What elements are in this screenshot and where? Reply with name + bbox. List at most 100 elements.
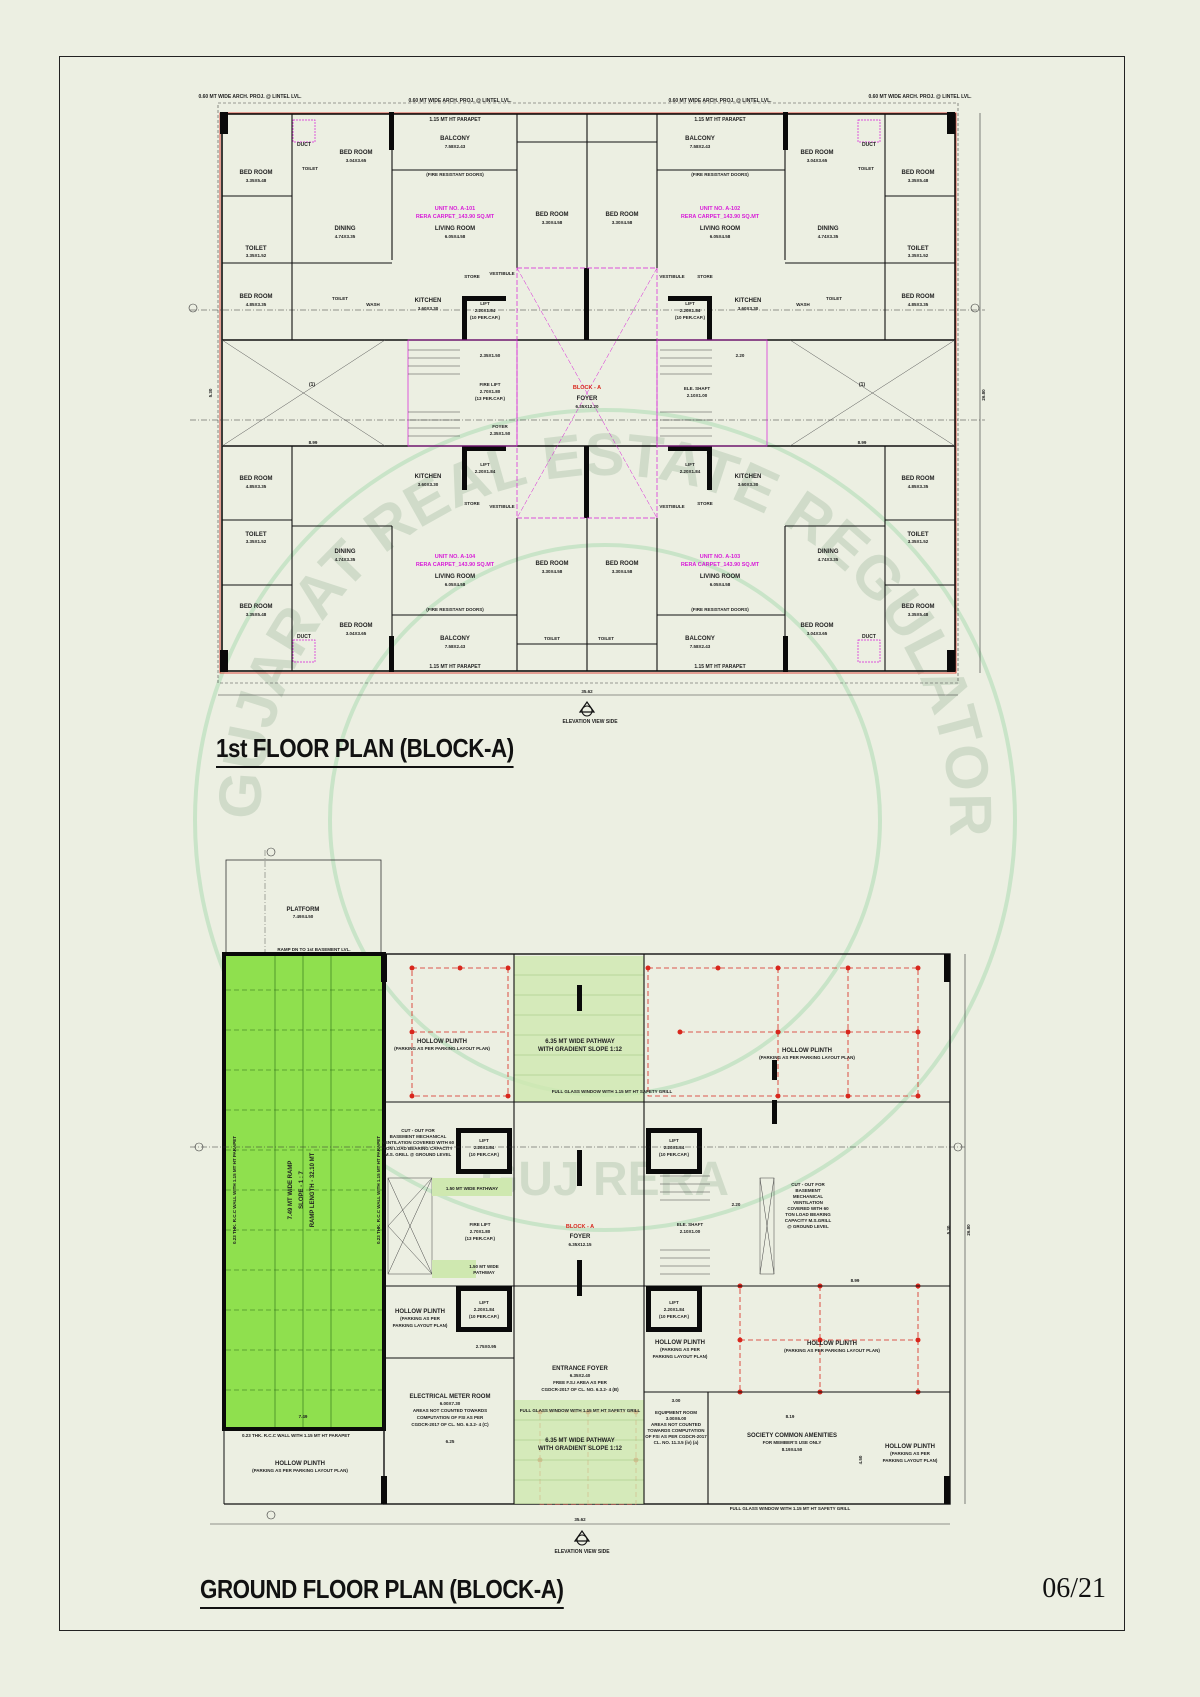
electrical-line: CGDCR-2017 OF CL. NO. 6.3.2- 4 (C): [411, 1422, 489, 1427]
room-dim: 3.60X3.30: [738, 482, 759, 487]
room-toilet: TOILET: [245, 246, 267, 252]
lift-cap: (10 PER.CAP.): [469, 1314, 499, 1319]
dim-label: 7.49: [299, 1414, 308, 1419]
room-dim: (13 PER.CAP.): [475, 396, 505, 401]
room-dim: 2.20X1.84: [475, 469, 496, 474]
entrance-line: FREE F.S.I AREA AS PER: [553, 1380, 608, 1385]
cutout-right-line: TON LOAD BEARING: [785, 1212, 831, 1217]
unit-a104: UNIT NO. A-104: [435, 554, 476, 560]
room-bed: BED ROOM: [240, 604, 273, 610]
room-dim: 4.85X3.35: [908, 302, 929, 307]
parapet-label: 1.15 MT HT PARAPET: [429, 664, 480, 670]
ground-foyer: FOYER: [570, 1234, 591, 1240]
equipment-line: CL. NO. 11.3.5 (iv) (a): [654, 1440, 699, 1445]
fire-lift-dim: 2.70X1.80: [470, 1229, 491, 1234]
window-note: FULL GLASS WINDOW WITH 1.15 MT HT SAFETY…: [552, 1089, 673, 1094]
equipment-line: AREAS NOT COUNTED: [651, 1422, 702, 1427]
room-dim: 3.30X4.58: [542, 569, 563, 574]
lift-cap: (10 PER.CAP.): [469, 1152, 499, 1157]
room-vestibule: VESTIBULE: [489, 271, 514, 276]
room-balcony: BALCONY: [440, 136, 470, 142]
room-dim: 3.60X3.30: [738, 306, 759, 311]
room-dim: 3.60X3.30: [418, 482, 439, 487]
room-dim: 3.35X5.48: [246, 178, 267, 183]
room-dim: 6.05X4.58: [445, 582, 466, 587]
room-dim: 2.20X1.84: [680, 308, 701, 313]
room-toilet: TOILET: [245, 532, 267, 538]
lift-label: LIFT: [669, 1300, 679, 1305]
room-dim: (10 PER.CAP.): [470, 315, 500, 320]
duct-label: DUCT: [862, 142, 876, 148]
dim-label: 2.35X1.50: [480, 353, 501, 358]
pathway-note: WITH GRADIENT SLOPE 1:12: [538, 1047, 623, 1053]
room-vestibule: VESTIBULE: [659, 274, 684, 279]
frd-label: (FIRE RESISTANT DOORS): [691, 607, 749, 612]
cutout-right-line: @ GROUND LEVEL: [787, 1224, 829, 1229]
room-balcony: BALCONY: [685, 136, 715, 142]
room-dim: 4.74X3.35: [335, 557, 356, 562]
room-dim: 3.04X3.65: [807, 631, 828, 636]
dim-label: 8.99: [851, 1278, 860, 1283]
unit-carpet: RERA CARPET_143.90 SQ.MT: [681, 214, 760, 220]
electrical-room: ELECTRICAL METER ROOM: [410, 1394, 491, 1400]
room-dim: 6.05X4.58: [710, 582, 731, 587]
page-number: 06/21: [1042, 1573, 1106, 1604]
dim-label: 4.50: [858, 1455, 863, 1464]
electrical-line: 6.00X7.30: [440, 1401, 461, 1406]
room-dim: 3.04X3.65: [807, 158, 828, 163]
hollow-plinth-5: HOLLOW PLINTH: [807, 1341, 857, 1347]
room-toilet: TOILET: [907, 532, 929, 538]
ele-shaft-label: ELE. SHAFT: [677, 1222, 704, 1227]
cutout-right-line: CAPACITY M.S.GRILL: [785, 1218, 832, 1223]
lift-dim: 2.20X1.84: [474, 1145, 495, 1150]
entrance-line: 6.35X2.40: [570, 1373, 591, 1378]
hollow-plinth-1: HOLLOW PLINTH: [417, 1039, 467, 1045]
ele-shaft-dim: 2.10X1.00: [680, 1229, 701, 1234]
svg-text:(1): (1): [859, 382, 865, 388]
arch-proj-label: 0.60 MT WIDE ARCH. PROJ. @ LINTEL LVL.: [868, 94, 972, 100]
dim-275: 2.75X0.95: [476, 1344, 497, 1349]
room-bed: BED ROOM: [340, 623, 373, 629]
hollow-note: PARKING LAYOUT PLAN): [883, 1458, 938, 1463]
room-toilet: TOILET: [544, 636, 560, 641]
room-vestibule: VESTIBULE: [489, 504, 514, 509]
hollow-note: PARKING LAYOUT PLAN): [393, 1323, 448, 1328]
sheet-border: [59, 56, 1125, 1631]
room-dim: 3.35X1.52: [246, 539, 267, 544]
equipment-line: 3.00X6.00: [666, 1416, 687, 1421]
arch-proj-label: 0.60 MT WIDE ARCH. PROJ. @ LINTEL LVL.: [408, 98, 512, 104]
hollow-note: PARKING LAYOUT PLAN): [653, 1354, 708, 1359]
cutout-left-line: M.S. GRILL @ GROUND LEVEL: [385, 1152, 452, 1157]
hollow-plinth-2: HOLLOW PLINTH: [782, 1048, 832, 1054]
room-vestibule: VESTIBULE: [659, 504, 684, 509]
society-line: 8.19X4.50: [782, 1447, 803, 1452]
room-dim: 4.85X3.35: [908, 484, 929, 489]
room-wash: WASH: [796, 302, 810, 307]
ramp-wall: 0.23 THK. R.C.C WALL WITH 1.15 MT HT PAR…: [376, 1136, 381, 1244]
room-bed: BED ROOM: [536, 561, 569, 567]
hollow-note: (PARKING AS PER PARKING LAYOUT PLAN): [252, 1468, 348, 1473]
room-dim: 4.85X3.35: [246, 484, 267, 489]
cutout-right-line: COVERED WITH 60: [787, 1206, 829, 1211]
lift-label: LIFT: [480, 462, 490, 467]
room-dining: DINING: [818, 226, 839, 232]
room-dim: 3.04X3.65: [346, 158, 367, 163]
room-dim: 3.35X1.52: [908, 253, 929, 258]
ramp-slope: SLOPE - 1 : 7: [299, 1171, 305, 1209]
lift-label: LIFT: [685, 301, 695, 306]
lift-label: LIFT: [479, 1138, 489, 1143]
unit-carpet: RERA CARPET_143.90 SQ.MT: [416, 214, 495, 220]
room-bed: BED ROOM: [902, 476, 935, 482]
room-dining: DINING: [335, 226, 356, 232]
room-dim: 7.58X2.43: [690, 644, 711, 649]
unit-a101: UNIT NO. A-101: [435, 206, 475, 212]
room-dim: 3.35X1.52: [246, 253, 267, 258]
fire-lift-label: FIRE LIFT: [480, 382, 501, 387]
equipment-room: EQUIPMENT ROOM: [655, 1410, 697, 1415]
equipment-line: OF FSI AS PER CGDCR-2017: [645, 1434, 707, 1439]
hollow-note: (PARKING AS PER PARKING LAYOUT PLAN): [784, 1348, 880, 1353]
lift-label: LIFT: [480, 301, 490, 306]
room-bed: BED ROOM: [902, 294, 935, 300]
room-balcony: BALCONY: [685, 636, 715, 642]
room-dim: 3.35X5.48: [246, 612, 267, 617]
